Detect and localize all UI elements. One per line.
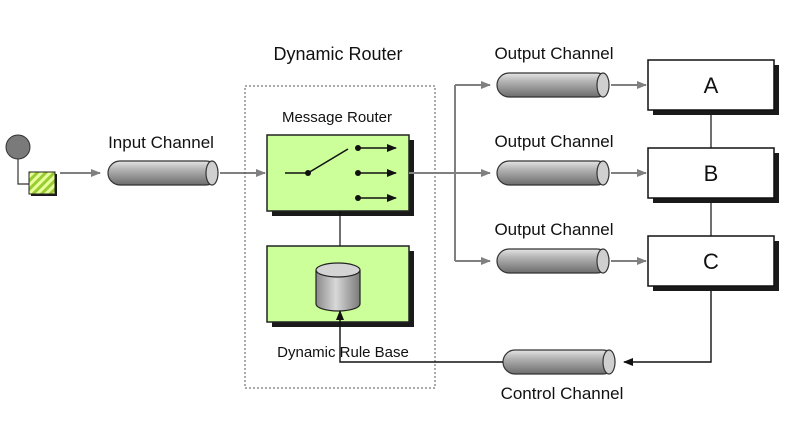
input-channel-pipe [107,160,219,186]
router-switch-icon [285,144,397,202]
dynamic-router-boundary [244,85,436,389]
dynamic-rule-base-label: Dynamic Rule Base [277,344,409,361]
router-fanout-lines [409,81,491,265]
input-channel-label: Input Channel [108,133,214,152]
output-channel-2-label: Output Channel [494,132,613,151]
output-channel-3-pipe [496,248,610,274]
box-a-label: A [704,73,719,98]
box-b-label: B [704,161,719,186]
message-source-icon [5,134,31,185]
receiver-box-b: B [647,147,779,203]
control-to-rulebase-line [336,310,503,363]
output-channel-3-label: Output Channel [494,220,613,239]
control-feedback-line [623,291,712,366]
output-channel-1-label: Output Channel [494,44,613,63]
control-channel-label: Control Channel [501,384,624,403]
control-channel-pipe [502,349,616,375]
message-icon [28,171,57,196]
database-icon [315,262,361,312]
receiver-box-c: C [647,235,779,291]
box-c-label: C [703,249,719,274]
message-router-label: Message Router [282,109,392,126]
output-channel-2-pipe [496,160,610,186]
message-router-box [266,134,414,216]
output-channel-1-pipe [496,72,610,98]
dynamic-router-title: Dynamic Router [273,44,402,64]
receiver-box-a: A [647,59,779,115]
